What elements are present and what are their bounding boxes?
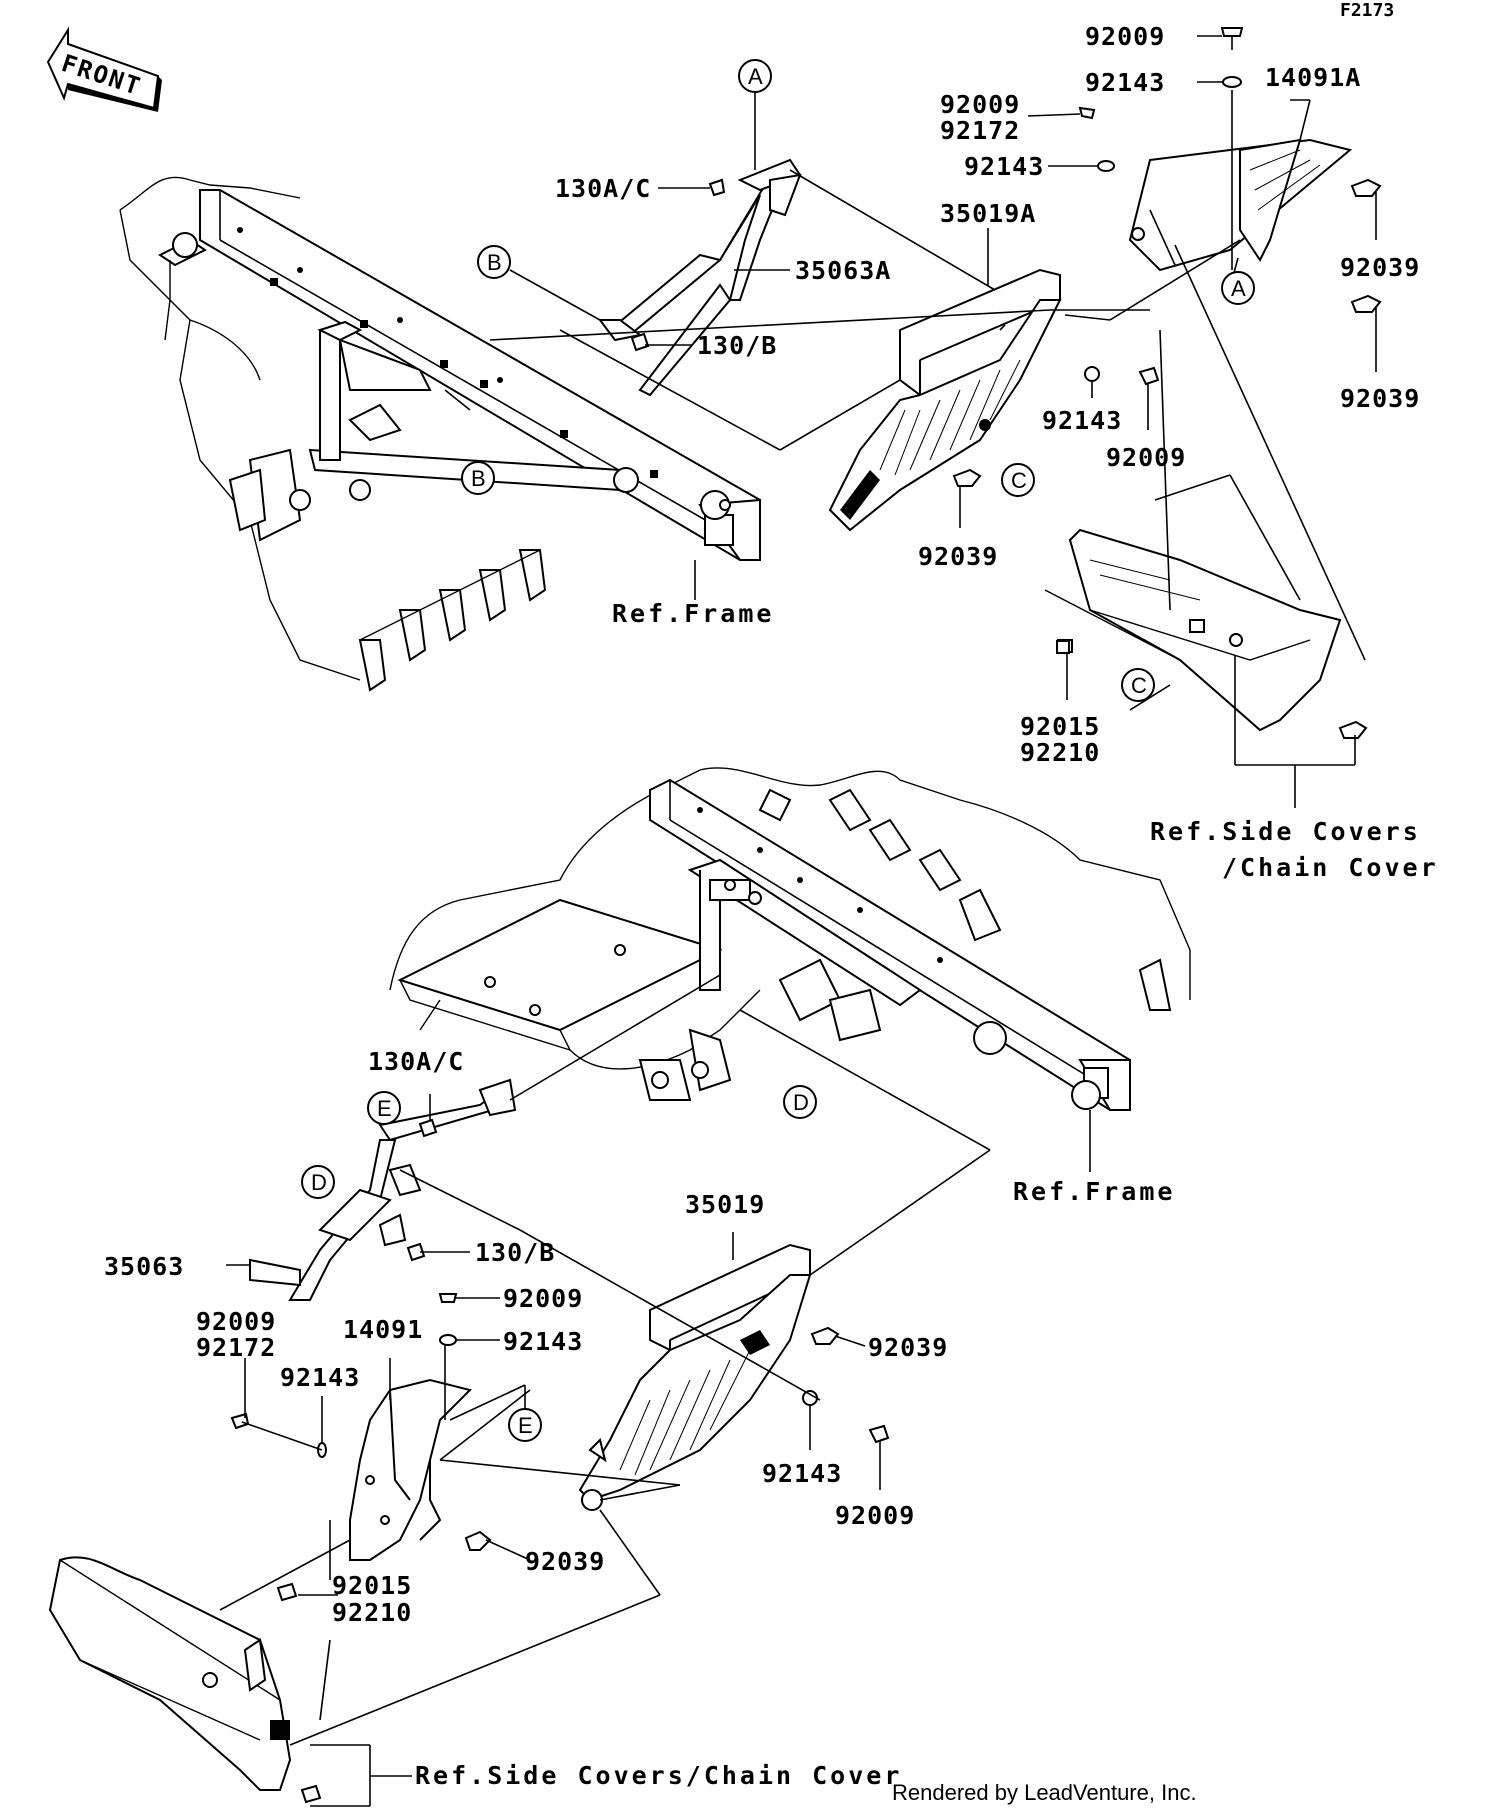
label-92009-bottom-upper: 92009: [503, 1284, 583, 1313]
guard-14091A: [1128, 138, 1353, 272]
label-92143-top: 92143: [1085, 68, 1165, 97]
figure-id: F2173: [1340, 0, 1394, 21]
label-92039-bottom-guard: 92039: [525, 1547, 605, 1576]
label-92009-pair: 92009: [940, 90, 1020, 119]
ref-side-covers-bottom: Ref.Side Covers/Chain Cover: [415, 1761, 902, 1790]
side-cover-bottom: [48, 1556, 292, 1791]
label-92009-bottom-pair: 92009: [196, 1307, 276, 1336]
front-arrow-icon: FRONT: [46, 26, 162, 112]
callout-c-side: C: [1121, 668, 1155, 702]
callout-b-frame: B: [461, 461, 495, 495]
label-35063A: 35063A: [795, 256, 891, 285]
label-92009-mid: 92009: [1106, 443, 1186, 472]
label-92039-lower: 92039: [1340, 384, 1420, 413]
guard-14091: [349, 1378, 472, 1561]
rendered-by-credit: Rendered by LeadVenture, Inc.: [892, 1780, 1197, 1805]
svg-text:C: C: [1131, 673, 1147, 698]
callout-e-guard: E: [449, 1384, 542, 1442]
label-92015-bottom: 92015: [332, 1571, 412, 1600]
label-92172-bottom-pair: 92172: [196, 1333, 276, 1362]
ref-frame-top: Ref.Frame: [612, 599, 774, 628]
label-130B-bottom: 130/B: [475, 1238, 555, 1267]
label-92009-top: 92009: [1085, 22, 1165, 51]
callout-d-bracket: D: [301, 1165, 335, 1199]
label-130AC-top: 130A/C: [555, 174, 651, 203]
callout-e-bracket: E: [367, 1091, 401, 1125]
svg-text:E: E: [377, 1096, 392, 1121]
label-14091: 14091: [343, 1315, 423, 1344]
callout-c-cover: C: [1001, 463, 1035, 497]
label-35063: 35063: [104, 1252, 184, 1281]
label-92143-bottom-upper: 92143: [503, 1327, 583, 1356]
cover-35019A: [828, 268, 1062, 532]
ref-frame-bottom: Ref.Frame: [1013, 1177, 1175, 1206]
callout-b-top: B: [477, 245, 511, 279]
label-92143-mid: 92143: [1042, 406, 1122, 435]
label-92143-bottom-left: 92143: [280, 1363, 360, 1392]
bottom-fasteners: [230, 1118, 890, 1804]
svg-text:E: E: [518, 1413, 533, 1438]
label-92143-bottom-right: 92143: [762, 1459, 842, 1488]
label-92015-top: 92015: [1020, 712, 1100, 741]
label-92143-left: 92143: [964, 152, 1044, 181]
ref-side-covers-top-line1: Ref.Side Covers: [1150, 817, 1421, 846]
svg-text:A: A: [1231, 276, 1246, 301]
top-fasteners: [630, 27, 1382, 739]
ref-side-covers-top-line2: /Chain Cover: [1222, 853, 1439, 882]
callout-a-right: A: [1221, 271, 1255, 305]
label-35019: 35019: [685, 1190, 765, 1219]
svg-text:B: B: [487, 250, 502, 275]
label-14091A: 14091A: [1265, 63, 1361, 92]
label-92009-bottom-right: 92009: [835, 1501, 915, 1530]
svg-text:C: C: [1011, 468, 1027, 493]
svg-text:D: D: [311, 1170, 327, 1195]
svg-text:B: B: [471, 466, 486, 491]
bracket-35063A: [598, 158, 802, 397]
bracket-35063: [249, 1078, 517, 1301]
cover-35019: [578, 1243, 812, 1511]
label-92210-bottom: 92210: [332, 1598, 412, 1627]
label-92039-cover: 92039: [918, 542, 998, 571]
callout-a-top: A: [738, 59, 772, 93]
label-92039-upper: 92039: [1340, 253, 1420, 282]
top-leader-lines: [444, 35, 1377, 808]
label-92172-pair: 92172: [940, 116, 1020, 145]
svg-text:A: A: [748, 64, 763, 89]
side-cover-top: [1044, 528, 1342, 732]
callout-d-frame: D: [783, 1085, 817, 1119]
bottom-frame-drawing: [389, 767, 1191, 1112]
label-92210-top: 92210: [1020, 738, 1100, 767]
label-35019A: 35019A: [940, 199, 1036, 228]
label-92039-bottom-cover: 92039: [868, 1333, 948, 1362]
svg-text:D: D: [793, 1090, 809, 1115]
label-130AC-bottom: 130A/C: [368, 1047, 464, 1076]
bottom-leader-lines: [219, 974, 1091, 1807]
top-frame-drawing: [119, 176, 761, 692]
label-130B-top: 130/B: [697, 331, 777, 360]
